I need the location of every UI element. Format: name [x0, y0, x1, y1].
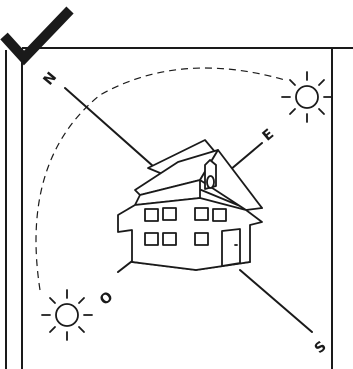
house-illustration	[117, 139, 263, 271]
sun-icon-west	[41, 289, 93, 341]
sun-path-arc	[35, 67, 286, 291]
compass-south-label: S	[312, 338, 330, 357]
compass-north-label: N	[40, 69, 60, 88]
diagram-frame	[5, 47, 353, 369]
sun-icon-east	[281, 71, 333, 123]
compass-west-label: O	[97, 289, 116, 309]
checkmark-icon	[0, 6, 74, 66]
compass-east-label: E	[260, 126, 278, 144]
